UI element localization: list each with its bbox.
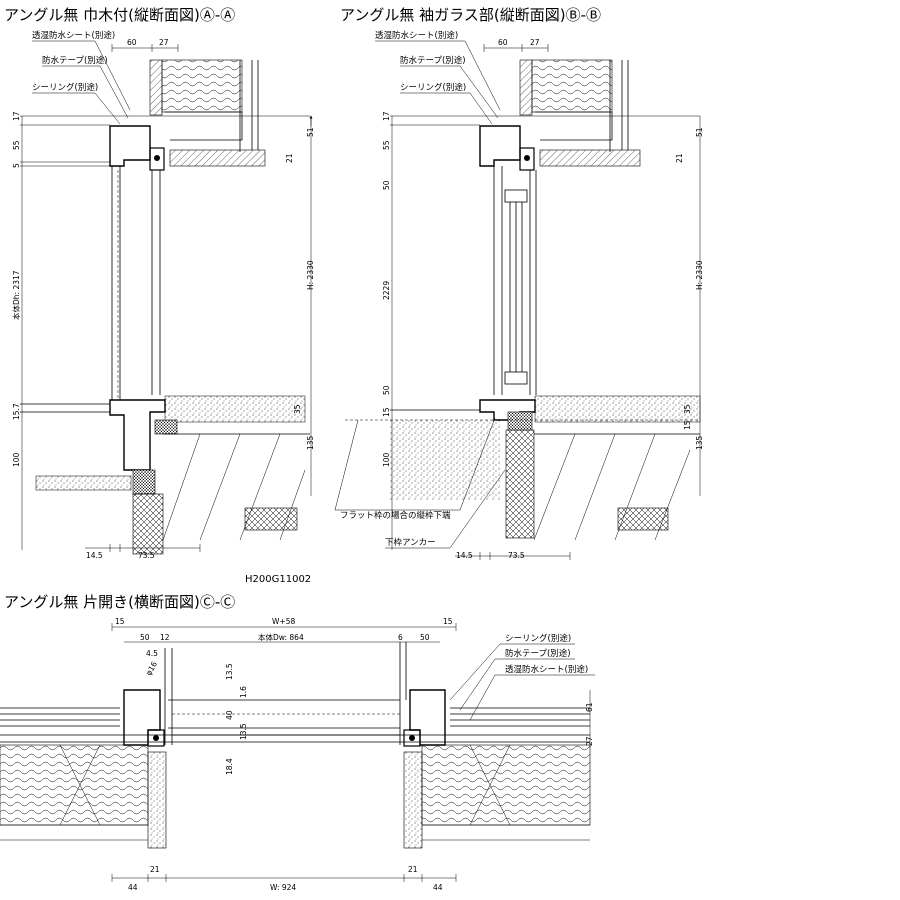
section-b-drawing: 透湿防水シート(別途) 防水テープ(別途) シーリング(別途) 60 27: [334, 30, 704, 560]
dim-b-15r: 15: [683, 420, 692, 430]
label-a-sheet: 透湿防水シート(別途): [32, 30, 115, 41]
dim-b-27: 27: [530, 38, 540, 47]
dim-c-21l: 21: [150, 865, 160, 874]
label-c-sealing: シーリング(別途): [505, 633, 571, 644]
drawing-code: H200G11002: [245, 574, 311, 585]
dim-a-145: 14.5: [86, 551, 103, 560]
dim-c-40: 40: [225, 710, 234, 720]
dim-a-60: 60: [127, 38, 137, 47]
label-a-tape: 防水テープ(別途): [42, 55, 108, 66]
dim-c-135a: 13.5: [225, 663, 234, 680]
dim-c-w924: W: 924: [270, 883, 296, 892]
dim-b-51: 51: [695, 127, 704, 137]
dim-c-27: 27: [585, 736, 594, 746]
dim-b-15: 15: [382, 407, 391, 417]
dim-c-184: 18.4: [225, 758, 234, 775]
title-section-a: アングル無 巾木付(縦断面図)Ⓐ-Ⓐ: [4, 6, 235, 24]
section-c-drawing: 15 W+58 15 50 12 本体Dw: 864 6 50 4.5 φ16 …: [0, 617, 595, 892]
dim-a-135: 135: [306, 435, 315, 450]
dim-c-44r: 44: [433, 883, 443, 892]
dim-a-157: 15.7: [12, 403, 21, 420]
label-b-tape: 防水テープ(別途): [400, 55, 466, 66]
dim-a-h: H: 2330: [306, 260, 315, 290]
dim-c-15l: 15: [115, 617, 125, 626]
dim-b-735: 73.5: [508, 551, 525, 560]
dim-c-61: 61: [585, 702, 594, 712]
label-c-tape: 防水テープ(別途): [505, 648, 571, 659]
title-section-c: アングル無 片開き(横断面図)Ⓒ-Ⓒ: [4, 593, 235, 611]
label-c-sheet: 透湿防水シート(別途): [505, 664, 588, 675]
dim-c-12: 12: [160, 633, 170, 642]
dim-c-6: 6: [398, 633, 403, 642]
label-anchor: 下枠アンカー: [385, 537, 436, 548]
dim-a-body-dh: 本体Dh: 2317: [11, 270, 21, 320]
dim-b-50a: 50: [382, 180, 391, 190]
dim-b-100: 100: [382, 452, 391, 467]
dim-a-55: 55: [12, 140, 21, 150]
dim-b-60: 60: [498, 38, 508, 47]
dim-b-21: 21: [675, 153, 684, 163]
dim-c-phi: φ16: [144, 660, 159, 677]
label-b-sealing: シーリング(別途): [400, 82, 466, 93]
dim-a-17: 17: [12, 111, 21, 121]
dim-a-51: 51: [306, 127, 315, 137]
dim-c-44l: 44: [128, 883, 138, 892]
dim-c-135b: 13.5: [239, 723, 248, 740]
dim-b-55: 55: [382, 140, 391, 150]
dim-b-h: H: 2330: [695, 260, 704, 290]
label-b-sheet: 透湿防水シート(別途): [375, 30, 458, 41]
dim-a-100: 100: [12, 452, 21, 467]
dim-c-w58: W+58: [272, 617, 295, 626]
label-a-sealing: シーリング(別途): [32, 82, 98, 93]
dim-b-17: 17: [382, 111, 391, 121]
dim-b-2229: 2229: [382, 281, 391, 300]
dim-c-21r: 21: [408, 865, 418, 874]
dim-a-27: 27: [159, 38, 169, 47]
dim-c-16: 1.6: [239, 686, 248, 698]
dim-b-50b: 50: [382, 385, 391, 395]
dim-b-135: 135: [695, 435, 704, 450]
dim-b-35: 35: [683, 404, 692, 414]
dim-a-735: 73.5: [138, 551, 155, 560]
dim-c-50r: 50: [420, 633, 430, 642]
label-flat-frame: フラット枠の場合の縦枠下端: [340, 510, 451, 521]
section-a-drawing: 透湿防水シート(別途) 防水テープ(別途) シーリング(別途) 60 27: [11, 30, 315, 560]
dim-a-35: 35: [293, 404, 302, 414]
dim-a-21: 21: [285, 153, 294, 163]
dim-c-50l: 50: [140, 633, 150, 642]
dim-b-145: 14.5: [456, 551, 473, 560]
dim-c-45: 4.5: [146, 649, 158, 658]
dim-a-5: 5: [12, 163, 21, 168]
title-section-b: アングル無 袖ガラス部(縦断面図)Ⓑ-Ⓑ: [340, 6, 601, 24]
dim-c-15r: 15: [443, 617, 453, 626]
dim-c-dw: 本体Dw: 864: [258, 632, 304, 642]
